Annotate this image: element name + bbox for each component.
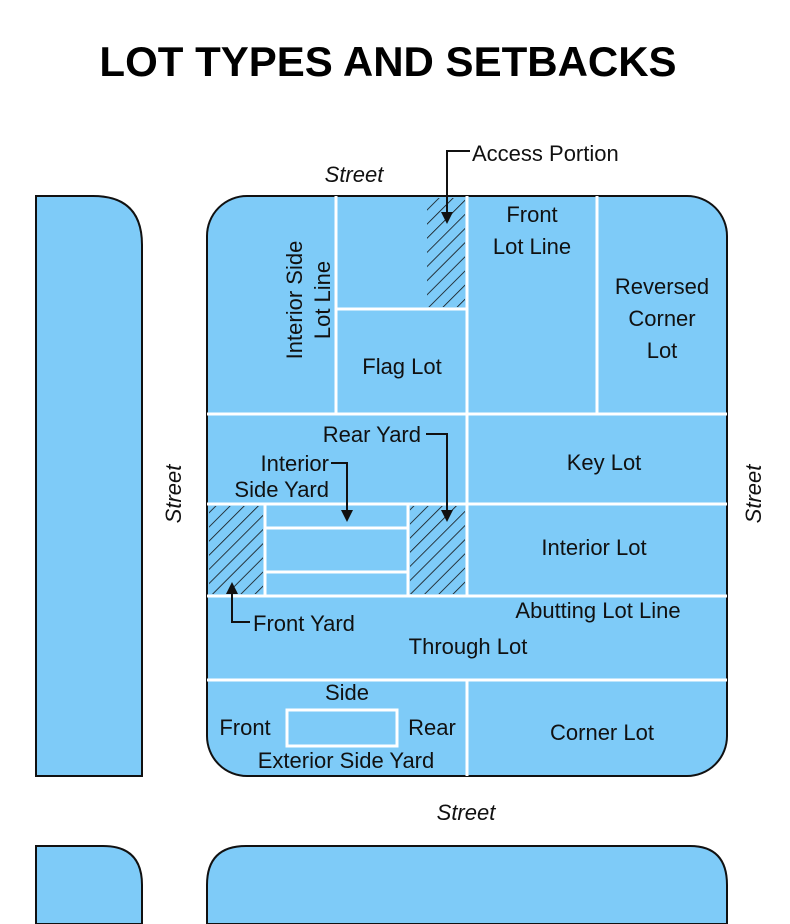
interior-side-yard-arrowhead — [341, 510, 353, 522]
reversed-corner-lot-label-2: Corner — [628, 306, 695, 331]
abutting-lot-line-label: Abutting Lot Line — [515, 598, 680, 623]
rear-yard-arrowhead — [441, 510, 453, 522]
lot-lines — [207, 196, 727, 776]
street-label-right: Street — [741, 464, 766, 524]
rear-yard-label: Rear Yard — [323, 422, 421, 447]
front-label: Front — [219, 715, 270, 740]
rear-yard-hatch — [410, 506, 465, 594]
rear-yard-leader — [426, 433, 448, 512]
interior-side-lot-line-label-1: Interior Side — [282, 241, 307, 360]
bottom-neighbor-block — [206, 845, 728, 924]
interior-side-yard-label-1: Interior — [261, 451, 329, 476]
flag-lot-label: Flag Lot — [362, 354, 442, 379]
diagram-title: LOT TYPES AND SETBACKS — [99, 38, 676, 85]
front-yard-label: Front Yard — [253, 611, 355, 636]
left-neighbor-block — [35, 195, 143, 777]
bottom-left-neighbor-block — [35, 845, 143, 924]
key-lot-label: Key Lot — [567, 450, 642, 475]
through-lot-label: Through Lot — [409, 634, 528, 659]
street-label-left: Street — [161, 464, 186, 524]
access-portion-leader — [446, 150, 470, 214]
front-yard-hatch — [209, 506, 263, 594]
side-label: Side — [325, 680, 369, 705]
street-label-bottom: Street — [437, 800, 497, 825]
access-portion-arrowhead — [441, 212, 453, 224]
interior-side-yard-label-2: Side Yard — [234, 477, 329, 502]
front-yard-arrowhead — [226, 582, 238, 594]
front-lot-line-label-2: Lot Line — [493, 234, 571, 259]
front-yard-leader — [231, 592, 250, 623]
reversed-corner-lot-label-3: Lot — [647, 338, 678, 363]
reversed-corner-lot-label-1: Reversed — [615, 274, 709, 299]
exterior-side-yard-label: Exterior Side Yard — [258, 748, 435, 773]
rear-label: Rear — [408, 715, 456, 740]
interior-side-yard-leader — [331, 462, 348, 512]
access-portion-label: Access Portion — [472, 141, 619, 166]
front-lot-line-label-1: Front — [506, 202, 557, 227]
interior-lot-label: Interior Lot — [541, 535, 646, 560]
corner-lot-label: Corner Lot — [550, 720, 654, 745]
street-label-top: Street — [325, 162, 385, 187]
interior-side-lot-line-label-2: Lot Line — [310, 261, 335, 339]
